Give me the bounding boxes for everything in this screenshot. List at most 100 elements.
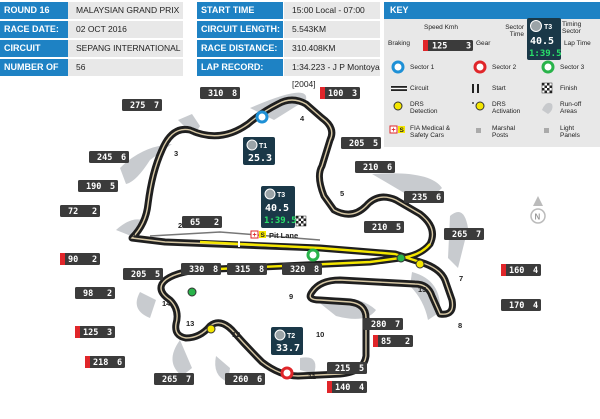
speed-box-bg bbox=[501, 299, 541, 311]
gear-value: 2 bbox=[405, 337, 410, 347]
gear-value: 5 bbox=[396, 223, 401, 233]
key-marshal: Marshal Posts bbox=[492, 125, 516, 139]
timer-icon bbox=[264, 188, 276, 200]
north-compass-icon: N bbox=[530, 196, 546, 224]
corner-number: 8 bbox=[458, 321, 462, 330]
key-speed-label: Speed Kmh bbox=[424, 24, 458, 31]
info-label: NUMBER OF LAPS: bbox=[0, 59, 68, 89]
speed-value: 72 bbox=[68, 207, 78, 217]
sector-t3-label: T3 bbox=[277, 192, 285, 199]
gear-value: 2 bbox=[92, 255, 97, 265]
svg-text:S: S bbox=[261, 232, 266, 239]
info-label: RACE DATE: bbox=[0, 21, 68, 38]
speed-box-bg bbox=[89, 151, 129, 163]
corner-number: 2 bbox=[178, 221, 182, 230]
speed-value: 98 bbox=[83, 289, 93, 299]
speed-box-bg bbox=[225, 373, 265, 385]
key-drs-detection: DRS Detection bbox=[410, 101, 438, 115]
svg-text:N: N bbox=[535, 213, 541, 222]
gear-value: 7 bbox=[186, 375, 191, 385]
medical-car-icon bbox=[250, 230, 259, 239]
speed-box-bg bbox=[373, 335, 413, 347]
info-label: LAP RECORD: bbox=[197, 59, 283, 76]
speed-value: 330 bbox=[189, 265, 204, 275]
start-line bbox=[238, 237, 240, 247]
info-value: MALAYSIAN GRAND PRIX bbox=[68, 2, 183, 19]
gear-value: 2 bbox=[107, 289, 112, 299]
speed-box-bg bbox=[60, 205, 100, 217]
corner-number: 10 bbox=[316, 330, 324, 339]
speed-box-bg bbox=[75, 287, 115, 299]
key-fia-medical: FIA Medical & Safety Cars bbox=[410, 125, 451, 139]
info-label: START TIME bbox=[197, 2, 283, 19]
speed-value: 280 bbox=[371, 320, 386, 330]
gear-value: 8 bbox=[213, 265, 218, 275]
corner-number: 14 bbox=[162, 299, 171, 308]
runoff-area bbox=[120, 144, 172, 184]
timer-icon bbox=[274, 329, 286, 341]
braking-tab bbox=[327, 381, 332, 393]
speed-box-bg bbox=[227, 263, 267, 275]
gear-value: 2 bbox=[92, 207, 97, 217]
corner-number: 15 bbox=[418, 285, 426, 294]
gear-value: 3 bbox=[107, 328, 112, 338]
key-drs-activation: DRS Activation bbox=[492, 101, 521, 115]
info-row-record: LAP RECORD:1:34.223 - J P Montoya [2004] bbox=[197, 59, 380, 89]
corner-number: 5 bbox=[340, 189, 344, 198]
gear-value: 5 bbox=[359, 364, 364, 374]
info-value: 310.408KM bbox=[284, 40, 380, 57]
speed-box-bg bbox=[200, 87, 240, 99]
finish-flag-icon bbox=[295, 215, 307, 227]
key-light-panels: Light Panels bbox=[560, 125, 580, 139]
sector-t1-box: T1 25.3 bbox=[243, 137, 275, 165]
speed-box-bg bbox=[85, 356, 125, 368]
pit-lane-label: Pit Lane bbox=[269, 231, 298, 240]
gear-value: 7 bbox=[154, 101, 159, 111]
info-row-distance: RACE DISTANCE:310.408KM bbox=[197, 40, 380, 57]
speed-value: 235 bbox=[412, 193, 427, 203]
speed-value: 320 bbox=[290, 265, 305, 275]
speed-box-bg bbox=[154, 373, 194, 385]
gear-value: 6 bbox=[257, 375, 262, 385]
corner-number: 1 bbox=[132, 230, 136, 239]
speed-box: 330 8 bbox=[181, 263, 221, 275]
sector-t2-box: T2 33.7 bbox=[271, 327, 303, 355]
sector-t1-label: T1 bbox=[259, 143, 267, 150]
speed-box-bg bbox=[364, 221, 404, 233]
corner-number: 12 bbox=[232, 330, 240, 339]
speed-box: 125 3 bbox=[75, 326, 115, 338]
speed-box-bg bbox=[444, 228, 484, 240]
corner-number: 9 bbox=[289, 292, 293, 301]
speed-box: 72 2 bbox=[60, 205, 100, 217]
gear-value: 5 bbox=[110, 182, 115, 192]
info-value: 56 bbox=[68, 59, 183, 76]
gear-value: 8 bbox=[259, 265, 264, 275]
speed-value: 65 bbox=[190, 218, 200, 228]
drs-activation-point bbox=[415, 259, 425, 269]
speed-value: 275 bbox=[130, 101, 145, 111]
speed-value: 85 bbox=[381, 337, 391, 347]
key-timing-sector-label: Timing Sector bbox=[562, 21, 582, 35]
key-sector-time-label: Sector Time bbox=[505, 24, 524, 38]
speed-value: 125 bbox=[83, 328, 98, 338]
speed-value: 100 bbox=[328, 89, 343, 99]
info-label: RACE DISTANCE: bbox=[197, 40, 283, 57]
gear-value: 8 bbox=[232, 89, 237, 99]
speed-box-bg bbox=[182, 216, 222, 228]
braking-tab bbox=[501, 264, 506, 276]
gear-value: 5 bbox=[155, 270, 160, 280]
speed-box-bg bbox=[363, 318, 403, 330]
